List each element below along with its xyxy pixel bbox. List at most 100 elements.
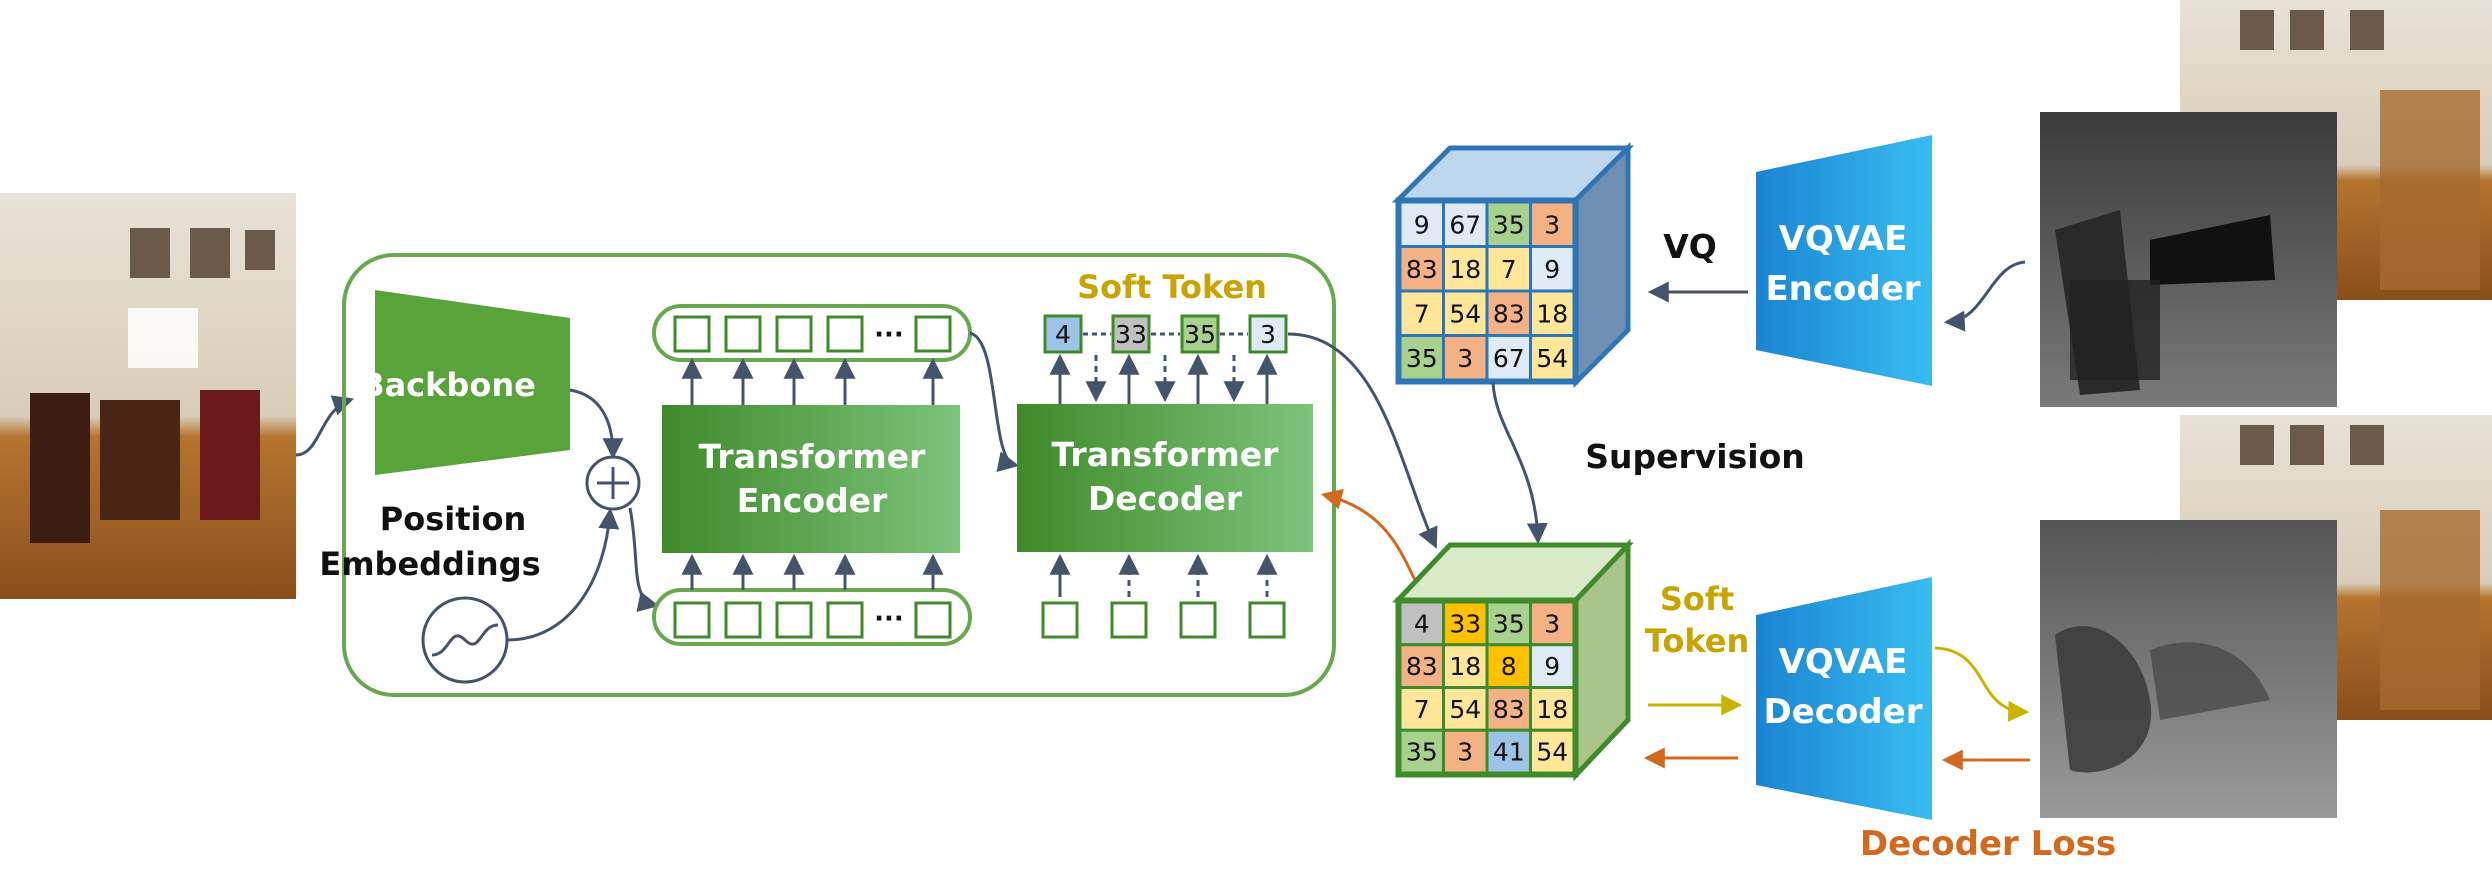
input-to-backbone-arrow: [295, 395, 354, 457]
vqvae-encoder-block: VQVAE Encoder: [1756, 135, 1932, 386]
pred-token-cell-value: 35: [1493, 609, 1525, 638]
pred-token-cell: [1529, 600, 1576, 647]
gt-token-cell-value: 54: [1449, 299, 1481, 328]
pred-token-cell-value: 8: [1501, 652, 1517, 681]
backbone-block: Backbone: [360, 290, 570, 475]
pred-token-cell-value: 54: [1536, 738, 1568, 767]
ellipsis: ···: [874, 604, 904, 634]
transformer-encoder-label-2: Encoder: [737, 481, 888, 520]
pred-token-cell-value: 33: [1449, 609, 1481, 638]
gt-token-cell-value: 35: [1406, 344, 1438, 373]
pred-token-cell-value: 9: [1544, 652, 1560, 681]
sine-wave-icon: [421, 596, 509, 684]
depth-to-encoder-arrow: [1943, 260, 2026, 332]
pred-token-cell: [1485, 686, 1532, 732]
decoder-input-arrows: [1049, 553, 1278, 597]
gt-token-cell: [1398, 200, 1445, 248]
predicted-depth-image: [2040, 520, 2337, 818]
soft-token-side-label-1: Soft: [1660, 580, 1734, 618]
pred-token-cell-value: 83: [1493, 695, 1525, 724]
posemb-to-add-arrow: [506, 507, 620, 642]
input-rgb-image: [0, 193, 296, 599]
vqvae-decoder-label-1: VQVAE: [1779, 642, 1908, 682]
ellipsis: ···: [874, 320, 904, 350]
loss-feedback-arrow: [1320, 488, 1417, 581]
gt-token-cell-value: 9: [1414, 210, 1430, 239]
decoder-query-tokens: [1041, 601, 1286, 639]
transformer-encoder-block: Transformer Encoder: [662, 405, 960, 553]
encoder-input-tokens: ···: [652, 588, 972, 646]
decoder-to-depth-arrow: [1934, 646, 2030, 722]
supervision-label: Supervision: [1585, 437, 1804, 476]
pred-token-cell-value: 18: [1536, 695, 1568, 724]
gt-token-cell-value: 7: [1501, 255, 1517, 284]
decoder-loss-label: Decoder Loss: [1860, 824, 2116, 864]
pred-token-cell-value: 4: [1414, 609, 1430, 638]
pred-token-cell: [1529, 643, 1576, 689]
pred-token-cell-value: 3: [1457, 738, 1473, 767]
vqvae-decoder-label-2: Decoder: [1764, 692, 1923, 732]
position-embeddings-label-2: Embeddings: [319, 545, 540, 583]
gt-token-cell-value: 18: [1536, 299, 1568, 328]
pred-token-cell-value: 54: [1449, 695, 1481, 724]
backbone-label: Backbone: [360, 366, 536, 404]
soft-token-label: Soft Token: [1077, 268, 1267, 306]
soft-token-3: [1248, 314, 1288, 354]
soft-token-0-text: 4: [1055, 320, 1071, 349]
pred-token-cell-value: 35: [1406, 738, 1438, 767]
pred-token-cell-value: 83: [1406, 652, 1438, 681]
gt-token-cell-value: 35: [1493, 210, 1525, 239]
encoder-output-arrows: [681, 357, 944, 405]
gt-token-cell-value: 67: [1449, 210, 1481, 239]
gt-token-cell: [1485, 334, 1532, 382]
pred-token-cell-value: 41: [1493, 738, 1525, 767]
gt-token-cell-value: 3: [1544, 210, 1560, 239]
vqvae-decoder-block: VQVAE Decoder: [1756, 577, 1932, 820]
position-embeddings-label-1: Position: [380, 500, 526, 538]
gt-token-cell-value: 18: [1449, 255, 1481, 284]
encoder-output-tokens: ···: [652, 304, 972, 362]
memory-arrow: [969, 331, 1020, 472]
gt-token-cell-value: 83: [1406, 255, 1438, 284]
pred-token-cell-value: 18: [1449, 652, 1481, 681]
soft-token-side-label-2: Token: [1645, 622, 1749, 660]
pred-token-cell-value: 7: [1414, 695, 1430, 724]
gt-token-cell-value: 7: [1414, 299, 1430, 328]
transformer-decoder-label-2: Decoder: [1088, 479, 1243, 518]
vq-label: VQ: [1663, 227, 1717, 266]
model-container: [342, 253, 1336, 697]
add-to-tokens-arrow: [628, 507, 660, 612]
vqvae-encoder-label-2: Encoder: [1765, 269, 1920, 309]
add-operator-icon: [585, 455, 641, 511]
soft-token-0: [1043, 314, 1083, 354]
soft-token-1-text: 33: [1115, 320, 1147, 349]
backbone-to-add-arrow: [569, 388, 624, 460]
soft-token-to-pred-arrow: [1287, 332, 1438, 549]
encoder-input-arrows: [681, 553, 944, 590]
pred-token-cell: [1529, 728, 1576, 775]
transformer-decoder-label-1: Transformer: [1052, 435, 1280, 474]
soft-token-3-text: 3: [1260, 320, 1276, 349]
soft-token-row: 4 33 35 3: [1043, 314, 1288, 354]
gt-token-cell: [1529, 200, 1576, 248]
gt-token-cell-value: 3: [1457, 344, 1473, 373]
decoder-output-arrows: [1049, 353, 1278, 404]
vqvae-encoder-label-1: VQVAE: [1779, 219, 1908, 259]
soft-token-1: [1111, 314, 1151, 354]
gt-token-cell-value: 83: [1493, 299, 1525, 328]
gt-token-cell-value: 54: [1536, 344, 1568, 373]
supervision-arrow: [1491, 381, 1548, 545]
gt-token-cell-value: 9: [1544, 255, 1560, 284]
transformer-decoder-block: Transformer Decoder: [1017, 404, 1313, 552]
transformer-encoder-label-1: Transformer: [699, 437, 927, 476]
pred-token-cell: [1485, 643, 1532, 689]
pred-token-cell-value: 3: [1544, 609, 1560, 638]
soft-token-2: [1180, 314, 1220, 354]
soft-token-2-text: 35: [1184, 320, 1216, 349]
pred-token-cell: [1529, 686, 1576, 732]
gt-token-cell-value: 67: [1493, 344, 1525, 373]
gt-token-cell: [1529, 334, 1576, 382]
